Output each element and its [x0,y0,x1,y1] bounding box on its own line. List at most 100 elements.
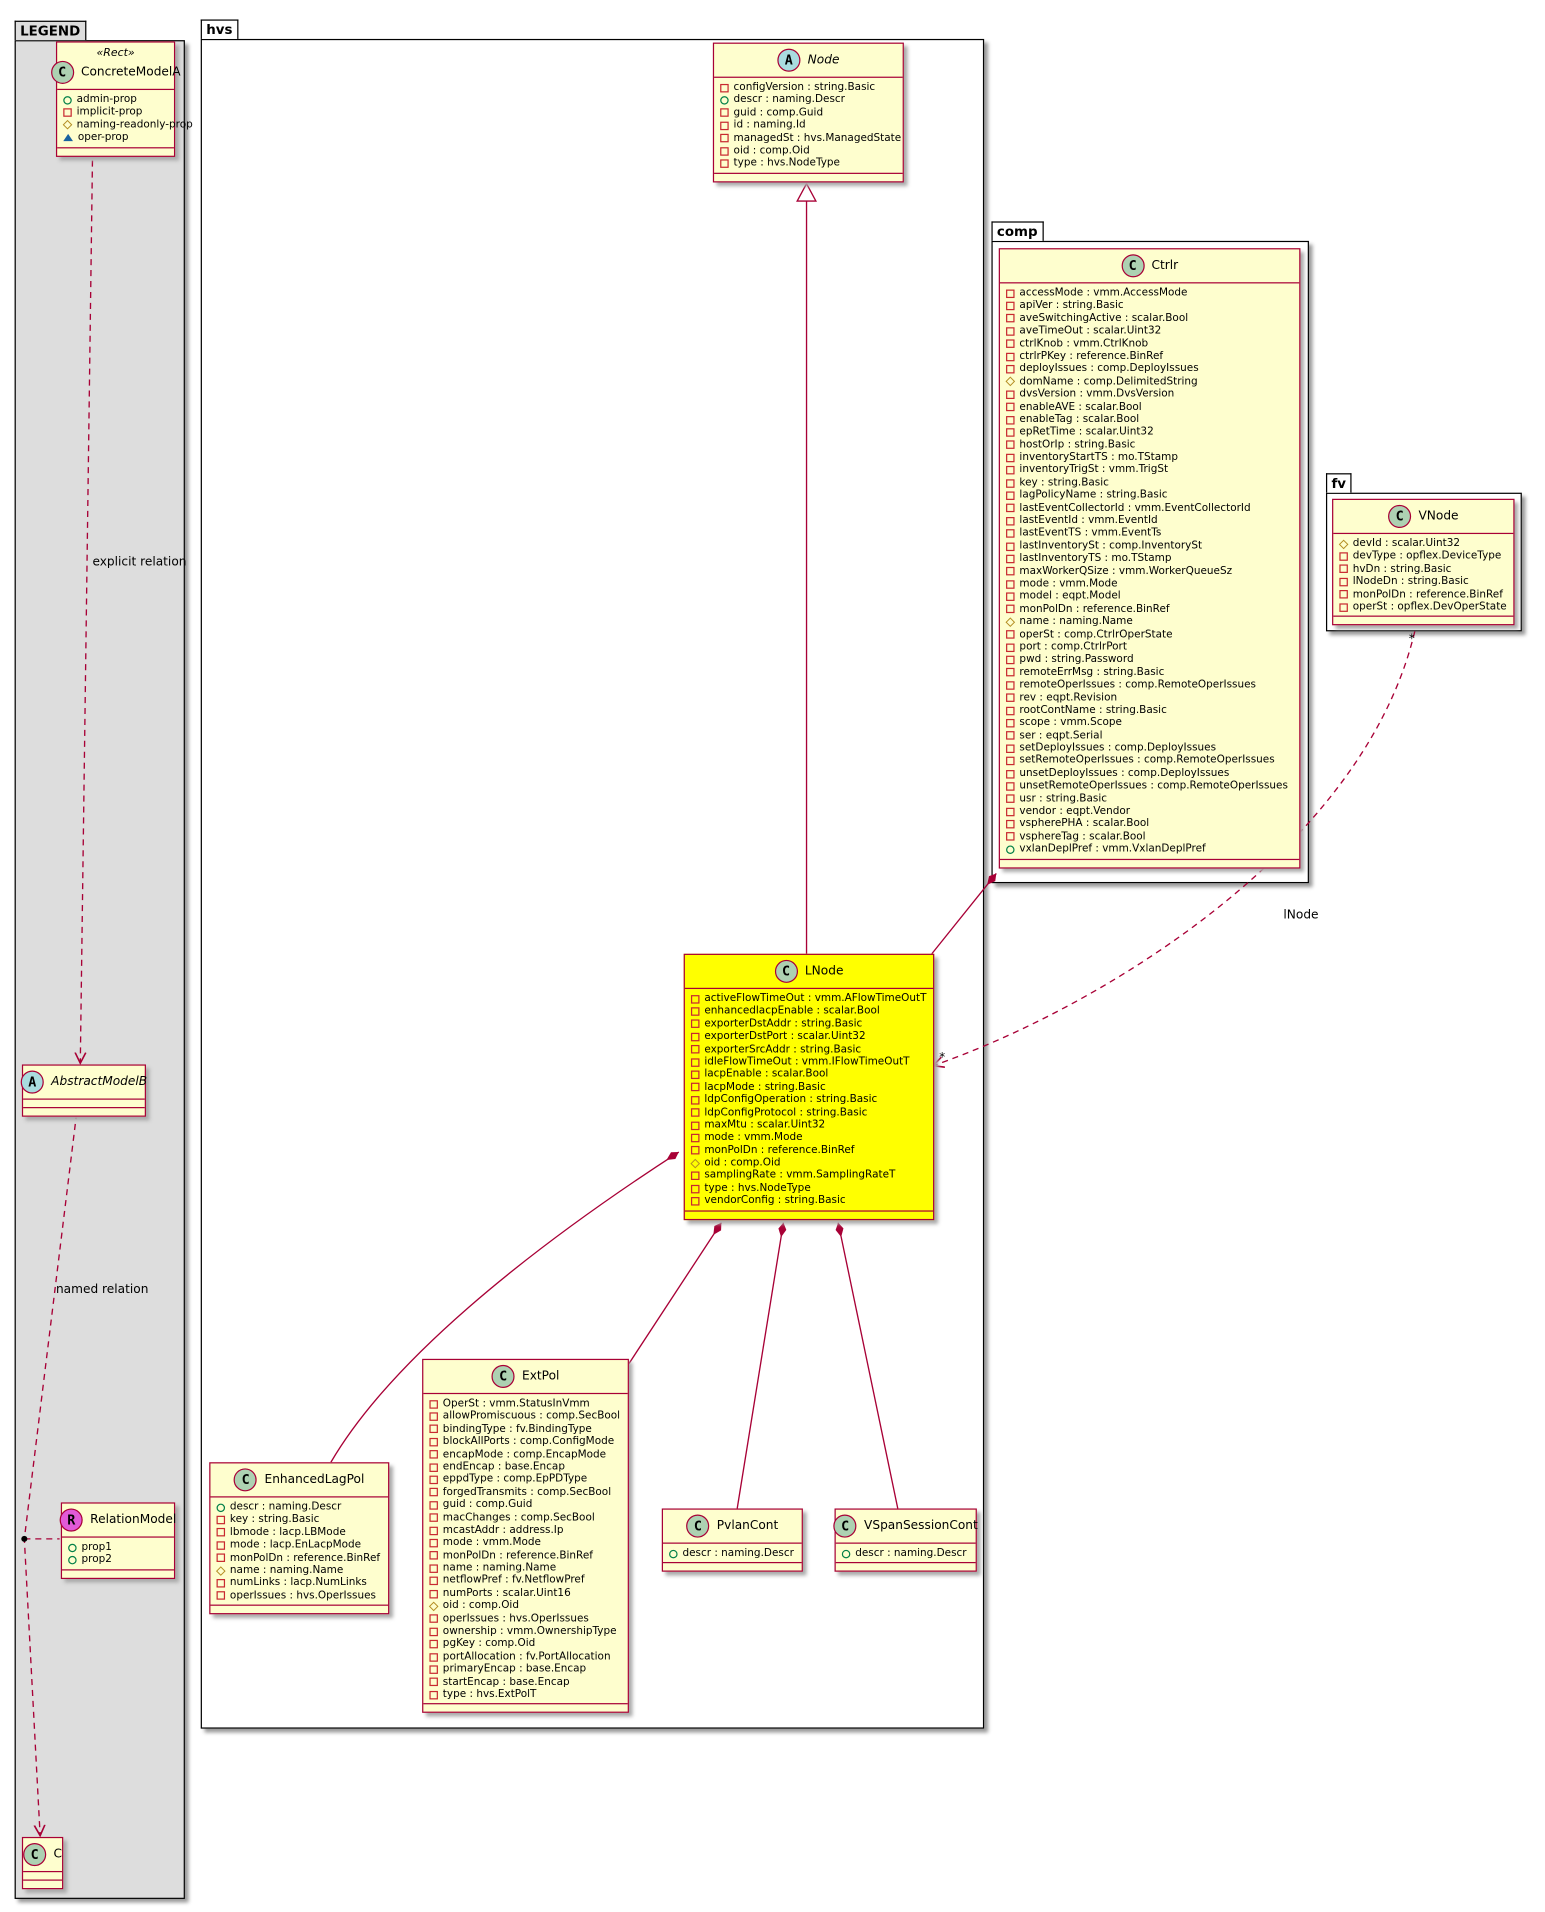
attribute-text: devType : opflex.DeviceType [1352,550,1502,563]
attribute-text: operSt : opflex.DevOperState [1352,600,1507,614]
private-icon [429,1450,438,1459]
attribute: lacpEnable : scalar.Bool [690,1068,927,1082]
attribute-text: guid : comp.Guid [442,1498,533,1512]
private-icon [429,1690,438,1700]
attribute-text: aveSwitchingActive : scalar.Bool [1019,312,1189,325]
class-abstractmodelb[interactable]: A AbstractModelB [20,1064,148,1117]
edge-lnode-enhancedlagpol [330,1151,680,1463]
private-icon [690,1121,700,1130]
private-icon [429,1399,438,1409]
attribute-text: domName : comp.DelimitedString [1019,375,1198,388]
method-list [210,1606,388,1613]
abstract-class-icon: A [20,1070,44,1094]
attribute-text: lastEventId : vmm.EventId [1019,514,1158,527]
attribute-text: samplingRate : vmm.SamplingRateT [704,1169,896,1182]
attribute: rev : eqpt.Revision [1006,692,1293,705]
package-legend: LEGEND [13,20,185,1899]
private-icon [1006,592,1015,602]
edge-named-relation [23,1113,78,1836]
attribute-text: eppdType : comp.EpPDType [442,1473,588,1486]
attribute-text: prop2 [81,1553,112,1567]
private-icon [1006,301,1015,311]
attribute: eppdType : comp.EpPDType [429,1474,621,1487]
private-icon [1006,731,1015,741]
class-header: A AbstractModelB [20,1066,148,1100]
attribute: model : eqpt.Model [1006,590,1293,603]
attribute-text: bindingType : fv.BindingType [442,1423,592,1436]
private-icon [1006,440,1015,450]
attribute: deployIssues : comp.DeployIssues [1006,363,1293,376]
protected-icon [690,1158,701,1169]
attribute: ctrlrPKey : reference.BinRef [1006,350,1293,363]
attribute-text: activeFlowTimeOut : vmm.AFlowTimeOutT [704,992,927,1005]
attribute: pgKey : comp.Oid [429,1638,621,1651]
attribute: lNodeDn : string.Basic [1339,576,1507,589]
private-icon [690,1108,700,1117]
private-icon [720,108,729,118]
class-icon: C [50,60,74,84]
attribute-text: lNodeDn : string.Basic [1352,575,1469,588]
attribute: maxMtu : scalar.Uint32 [690,1119,927,1132]
attribute-text: devId : scalar.Uint32 [1352,537,1461,550]
class-name: AbstractModelB [51,1075,148,1089]
method-list [1000,860,1299,867]
private-icon [1006,807,1015,816]
attribute: monPolDn : reference.BinRef [1339,588,1507,601]
attribute: id : naming.Id [720,119,896,132]
attribute: exporterSrcAddr : string.Basic [690,1043,927,1056]
attribute-text: vendor : eqpt.Vendor [1019,805,1131,818]
private-icon [1006,605,1015,614]
private-icon [1006,655,1015,665]
edge-vnode-lnode [933,631,1416,1065]
label-explicit-relation: explicit relation [92,555,187,570]
attribute-text: lastInventoryTS : mo.TStamp [1019,552,1172,565]
method-list [685,1211,933,1218]
attribute: lastInventorySt : comp.InventorySt [1006,540,1293,553]
class-icon: C [833,1514,857,1538]
attribute: devId : scalar.Uint32 [1338,537,1507,551]
private-icon [1006,478,1015,488]
attribute-text: lacpEnable : scalar.Bool [704,1068,829,1081]
attribute: unsetRemoteOperIssues : comp.RemoteOperI… [1006,780,1293,793]
attribute: aveTimeOut : scalar.Uint32 [1006,325,1293,338]
attribute: operSt : comp.CtrlrOperState [1006,628,1293,641]
attribute-text: enhancedlacpEnable : scalar.Bool [704,1005,880,1018]
attribute-text: descr : naming.Descr [733,94,845,107]
class-name: Ctrlr [1151,259,1179,273]
attribute: enableAVE : scalar.Bool [1006,401,1293,414]
attribute: monPolDn : reference.BinRef [690,1144,927,1157]
private-icon [720,134,729,143]
attribute-text: aveTimeOut : scalar.Uint32 [1019,325,1162,338]
private-icon [216,1528,226,1538]
attribute: descr : naming.Descr [720,94,896,107]
attribute: hostOrIp : string.Basic [1006,439,1293,452]
private-icon [216,1515,226,1525]
attribute-text: operSt : comp.CtrlrOperState [1019,628,1173,641]
attribute: guid : comp.Guid [429,1499,621,1512]
private-icon [1006,579,1015,589]
attribute: name : naming.Name [215,1564,382,1577]
attribute-text: idleFlowTimeOut : vmm.IFlowTimeOutT [704,1055,910,1069]
private-icon [1006,453,1015,462]
attribute: idleFlowTimeOut : vmm.IFlowTimeOutT [690,1055,927,1069]
private-icon [1006,820,1015,829]
public-icon [68,1543,77,1552]
private-icon [690,1070,700,1080]
attribute-text: name : naming.Name [442,1562,557,1575]
attribute: prop2 [68,1554,168,1567]
attribute-text: epRetTime : scalar.Uint32 [1019,426,1154,439]
